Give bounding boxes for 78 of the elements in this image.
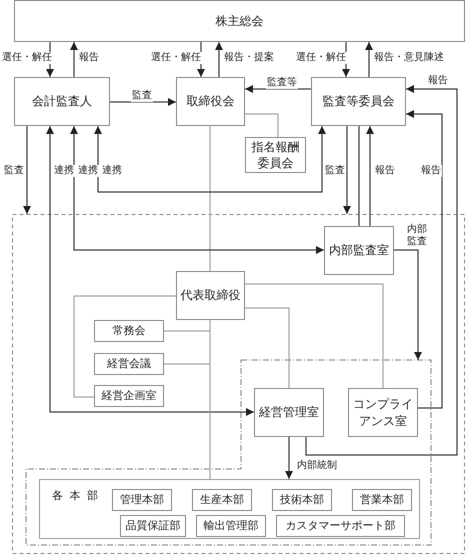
- org-box: [176, 77, 245, 126]
- edge-label: 報告: [427, 75, 449, 87]
- arrow: [394, 250, 422, 360]
- org-box: [311, 77, 406, 126]
- arrow: [70, 42, 78, 78]
- box-label: 内部監査室: [329, 242, 389, 259]
- box-label: 監査等委員会: [322, 93, 394, 110]
- org-box: [192, 489, 252, 511]
- connector-line: [244, 114, 278, 138]
- box-label: 常務会: [112, 324, 146, 338]
- edge-label: 連携: [77, 165, 99, 177]
- org-box: [324, 226, 394, 275]
- edge-label: 選任・解任: [1, 52, 53, 64]
- box-label: 生産本部: [200, 492, 244, 508]
- org-box: [14, 77, 110, 126]
- arrow: [46, 126, 254, 416]
- edge-label: 監査等: [266, 77, 298, 89]
- edge-label: 監査: [3, 165, 25, 177]
- box-label: 指名報酬委員会: [252, 138, 300, 172]
- box-label: 経営企画室: [102, 388, 156, 404]
- arrow: [306, 85, 458, 456]
- edge-label: 選任・解任: [295, 52, 347, 64]
- box-label: 株主総会: [216, 12, 264, 30]
- org-box: [245, 137, 306, 173]
- edge-label: 報告: [420, 165, 442, 177]
- box-label: 営業本部: [360, 492, 404, 508]
- box-label: 輸出管理部: [204, 518, 258, 534]
- edge-label: 選任・解任: [150, 52, 202, 64]
- org-box: [196, 515, 266, 537]
- box-label: 経営会議: [107, 356, 151, 372]
- org-box: [14, 0, 465, 42]
- edge-label: 連携: [53, 165, 75, 177]
- edge-label: 報告: [374, 165, 396, 177]
- arrow: [365, 42, 373, 78]
- connector-line: [358, 126, 360, 226]
- arrow: [23, 126, 31, 214]
- arrow: [215, 42, 223, 78]
- org-box: [272, 489, 332, 511]
- arrow: [285, 436, 293, 480]
- edge-label: 報告: [78, 52, 100, 64]
- box-label: 会計監査人: [32, 93, 92, 110]
- org-box: [352, 489, 412, 511]
- arrow: [406, 110, 442, 408]
- box-label: カスタマーサポート部: [286, 518, 396, 534]
- arrow: [110, 98, 176, 106]
- org-box: [120, 515, 186, 537]
- org-box: [176, 271, 245, 320]
- division-group-box: [39, 479, 420, 539]
- connector-line: [244, 284, 384, 388]
- box-label: 技術本部: [280, 492, 324, 508]
- arrow: [244, 85, 312, 93]
- edge-label: 内部統制: [296, 460, 338, 472]
- edge-label: 監査: [131, 90, 153, 102]
- connector-line: [74, 296, 176, 398]
- org-box: [94, 385, 164, 407]
- edge-label: 報告・提案: [223, 52, 275, 64]
- arrow: [70, 126, 324, 254]
- arrow: [343, 126, 351, 214]
- box-label: 品質保証部: [126, 518, 180, 534]
- org-box: [112, 489, 172, 511]
- arrow: [94, 126, 326, 192]
- org-box: [94, 353, 164, 375]
- edge-label: 報告・意見陳述: [373, 52, 445, 64]
- box-label: 管理本部: [120, 492, 164, 508]
- arrow: [366, 126, 374, 226]
- org-box: [254, 388, 324, 437]
- edge-label: 連携: [101, 165, 123, 177]
- org-box: [94, 320, 164, 342]
- box-label: コンプライアンス室: [353, 396, 413, 429]
- group-title: 各本部: [52, 488, 105, 503]
- connector-line: [244, 308, 290, 388]
- org-box: [348, 388, 418, 437]
- box-label: 代表取締役: [180, 287, 240, 304]
- edge-label: 内部監査: [406, 224, 428, 248]
- box-label: 取締役会: [186, 93, 234, 110]
- org-box: [276, 515, 405, 537]
- box-label: 経営管理室: [259, 404, 319, 421]
- edge-label: 監査: [324, 165, 346, 177]
